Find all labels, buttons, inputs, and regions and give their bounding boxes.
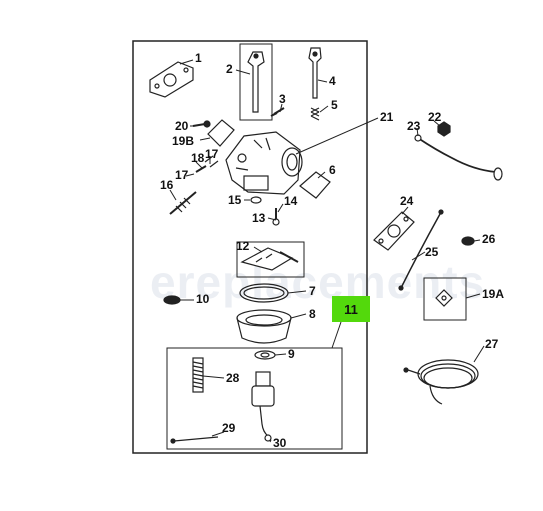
part-12-box bbox=[236, 241, 305, 278]
callout-8[interactable]: 8 bbox=[309, 307, 316, 321]
callout-17-upper[interactable]: 17 bbox=[205, 147, 219, 161]
part-10-washer bbox=[163, 295, 181, 305]
part-23-wire bbox=[414, 134, 503, 181]
part-15-nut bbox=[250, 196, 262, 204]
callout-26[interactable]: 26 bbox=[482, 232, 496, 246]
callout-17-lower[interactable]: 17 bbox=[175, 168, 189, 182]
callout-13[interactable]: 13 bbox=[252, 211, 266, 225]
highlighted-part-11[interactable]: 11 bbox=[332, 296, 370, 322]
callout-24[interactable]: 24 bbox=[400, 194, 414, 208]
part-13-head bbox=[272, 218, 280, 226]
callout-14[interactable]: 14 bbox=[284, 194, 298, 208]
part-21-carburetor bbox=[225, 131, 303, 195]
callout-16[interactable]: 16 bbox=[160, 178, 174, 192]
part-6-plate bbox=[299, 171, 331, 199]
watermark: ereplacements bbox=[150, 256, 486, 308]
callout-12[interactable]: 12 bbox=[236, 239, 250, 253]
part-5-spring bbox=[310, 107, 320, 121]
callout-30[interactable]: 30 bbox=[273, 436, 287, 450]
part-19a-box bbox=[423, 277, 467, 321]
callout-18[interactable]: 18 bbox=[191, 151, 205, 165]
part-18-screw bbox=[195, 165, 207, 173]
callout-19a[interactable]: 19A bbox=[482, 287, 505, 301]
part-20-head bbox=[203, 120, 211, 128]
callout-9[interactable]: 9 bbox=[288, 347, 295, 361]
part-16-needle bbox=[169, 191, 197, 215]
callout-20[interactable]: 20 bbox=[175, 119, 189, 133]
part-29-rod bbox=[173, 436, 219, 442]
callout-27[interactable]: 27 bbox=[485, 337, 499, 351]
callout-6[interactable]: 6 bbox=[329, 163, 336, 177]
part-30-clip bbox=[264, 434, 272, 442]
callout-3[interactable]: 3 bbox=[279, 92, 286, 106]
callout-5[interactable]: 5 bbox=[331, 98, 338, 112]
part-25-lead bbox=[401, 213, 441, 287]
callout-28[interactable]: 28 bbox=[226, 371, 240, 385]
part-3-screw bbox=[270, 107, 285, 117]
part-2-throttle-shaft bbox=[247, 51, 265, 113]
callout-15[interactable]: 15 bbox=[228, 193, 242, 207]
callout-7[interactable]: 7 bbox=[309, 284, 316, 298]
part-19b-plate bbox=[207, 119, 235, 147]
part-19a-gasket bbox=[435, 289, 453, 307]
callout-29[interactable]: 29 bbox=[222, 421, 236, 435]
part-22-nut bbox=[437, 121, 451, 137]
leader-lines bbox=[169, 59, 485, 443]
callout-2[interactable]: 2 bbox=[226, 62, 233, 76]
callout-4[interactable]: 4 bbox=[329, 74, 336, 88]
part-11-solenoid bbox=[251, 371, 275, 437]
callout-25[interactable]: 25 bbox=[425, 245, 439, 259]
main-frame bbox=[132, 40, 368, 454]
callout-22[interactable]: 22 bbox=[428, 110, 442, 124]
part-27-cable bbox=[403, 359, 479, 405]
part-4-choke-shaft bbox=[308, 47, 322, 99]
callout-23[interactable]: 23 bbox=[407, 119, 421, 133]
part-17-screw-upper bbox=[204, 155, 219, 168]
part-12-float bbox=[240, 247, 299, 271]
part-26-nut bbox=[461, 236, 475, 246]
callout-21[interactable]: 21 bbox=[380, 110, 394, 124]
callout-10[interactable]: 10 bbox=[196, 292, 210, 306]
part-28-shaft bbox=[192, 357, 204, 393]
part-2-box bbox=[239, 43, 273, 121]
callout-1[interactable]: 1 bbox=[195, 51, 202, 65]
part-9-washer bbox=[254, 350, 276, 360]
part-24-gasket bbox=[373, 211, 415, 251]
callout-19b[interactable]: 19B bbox=[172, 134, 195, 148]
part-8-bowl bbox=[236, 309, 292, 344]
part-1-gasket bbox=[149, 61, 194, 98]
part-11-box bbox=[166, 347, 343, 450]
